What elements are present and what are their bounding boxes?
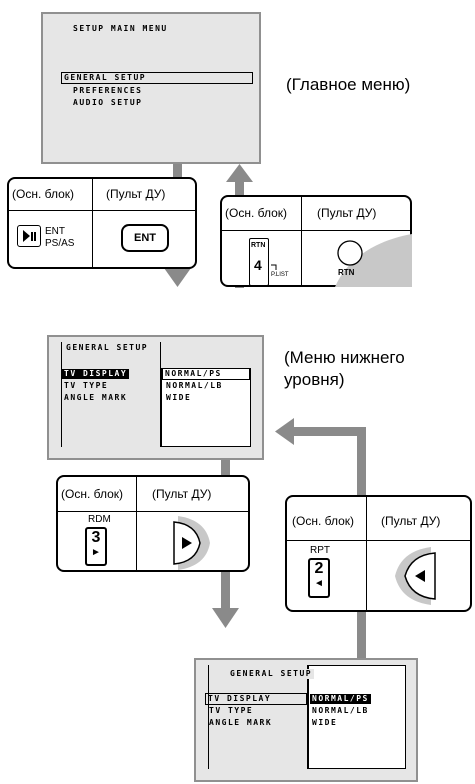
unit-next-key-number: 3 — [91, 529, 101, 546]
unit-return-key-label: RTN — [251, 242, 266, 249]
main-menu-screen: SETUP MAIN MENU GENERAL SETUP PREFERENCE… — [41, 12, 261, 164]
remote-label: (Пульт ДУ) — [317, 206, 377, 220]
sub-menu-2-option-normal-lb[interactable]: NORMAL/LB — [312, 706, 369, 715]
unit-prev-key[interactable]: 2 ◄ — [308, 558, 330, 598]
return-control-box: (Осн. блок) (Пульт ДУ) RTN 4 P.LIST RTN — [220, 195, 412, 287]
sub-menu-2-option-normal-ps[interactable]: NORMAL/PS — [310, 694, 371, 704]
sub-menu-2-option-wide[interactable]: WIDE — [312, 718, 338, 727]
sub-menu-2-item-tv-type[interactable]: TV TYPE — [209, 706, 254, 715]
unit-return-key-number: 4 — [254, 257, 262, 273]
unit-rpt-label: RPT — [310, 545, 330, 556]
main-menu-item-general-setup[interactable]: GENERAL SETUP — [61, 72, 253, 84]
unit-label: (Осн. блок) — [292, 514, 355, 528]
remote-return-label: RTN — [338, 268, 355, 277]
sub-menu-options-panel — [161, 368, 251, 447]
sub-menu-screen: GENERAL SETUP TV DISPLAY TV TYPE ANGLE M… — [47, 335, 264, 460]
sub-menu-2-left-panel — [208, 665, 308, 769]
play-pause-icon — [23, 230, 36, 242]
circle-return-icon[interactable] — [336, 239, 364, 267]
main-menu-caption: (Главное меню) — [286, 75, 411, 94]
unit-label: (Осн. блок) — [61, 487, 124, 501]
left-arrow-icon: ◄ — [314, 578, 324, 589]
enter-control-box: (Осн. блок) (Пульт ДУ) ENT PS/AS ENT — [7, 177, 197, 269]
sub-menu-item-angle-mark[interactable]: ANGLE MARK — [64, 393, 128, 402]
remote-label: (Пульт ДУ) — [106, 187, 166, 201]
sub-menu-option-wide[interactable]: WIDE — [166, 393, 192, 402]
sub-menu-2-title: GENERAL SETUP — [228, 669, 315, 679]
main-menu-item-preferences[interactable]: PREFERENCES — [73, 86, 143, 95]
arrow-left-head — [275, 418, 294, 445]
right-arrow-icon: ► — [91, 547, 101, 558]
remote-right-button[interactable] — [170, 514, 214, 572]
sub-menu-caption-line2: уровня) — [284, 370, 345, 389]
unit-enter-button[interactable] — [17, 225, 41, 247]
sub-menu-option-normal-ps[interactable]: NORMAL/PS — [162, 368, 250, 380]
right-control-box: (Осн. блок) (Пульт ДУ) RDM 3 ► — [56, 475, 250, 572]
remote-label: (Пульт ДУ) — [381, 514, 441, 528]
sub-menu-2-screen: GENERAL SETUP TV DISPLAY TV TYPE ANGLE M… — [194, 658, 418, 782]
sub-menu-2-options-panel — [308, 665, 406, 769]
sub-menu-caption-line1: (Меню нижнего — [284, 348, 405, 367]
arrow-down-head-2 — [212, 608, 239, 628]
unit-return-key[interactable]: RTN 4 — [249, 238, 269, 286]
unit-plist-label: P.LIST — [271, 272, 289, 278]
unit-label: (Осн. блок) — [225, 206, 288, 220]
unit-next-key[interactable]: 3 ► — [85, 527, 107, 566]
sub-menu-2-item-angle-mark[interactable]: ANGLE MARK — [209, 718, 273, 727]
arrow-up-bend — [292, 427, 366, 436]
sub-menu-item-tv-type[interactable]: TV TYPE — [64, 381, 109, 390]
sub-menu-title: GENERAL SETUP — [66, 343, 149, 352]
unit-psas-label: PS/AS — [45, 238, 75, 249]
arrow-down-head-1 — [164, 268, 191, 287]
unit-enter-label: ENT — [45, 226, 65, 237]
main-menu-item-audio-setup[interactable]: AUDIO SETUP — [73, 98, 143, 107]
sub-menu-left-panel — [61, 342, 161, 447]
main-menu-title: SETUP MAIN MENU — [73, 24, 168, 33]
unit-prev-key-number: 2 — [314, 560, 324, 577]
plist-icon — [271, 264, 277, 270]
arrow-up-head-1 — [226, 164, 253, 182]
remote-left-button[interactable] — [391, 545, 439, 607]
left-control-box: (Осн. блок) (Пульт ДУ) RPT 2 ◄ — [285, 495, 472, 612]
remote-label: (Пульт ДУ) — [152, 487, 212, 501]
sub-menu-2-item-tv-display[interactable]: TV DISPLAY — [205, 693, 307, 705]
remote-return-shape — [335, 234, 412, 287]
remote-enter-button[interactable]: ENT — [121, 224, 169, 252]
unit-rdm-label: RDM — [88, 514, 111, 525]
unit-label: (Осн. блок) — [12, 187, 75, 201]
sub-menu-option-normal-lb[interactable]: NORMAL/LB — [166, 381, 223, 390]
sub-menu-item-tv-display[interactable]: TV DISPLAY — [62, 369, 130, 379]
